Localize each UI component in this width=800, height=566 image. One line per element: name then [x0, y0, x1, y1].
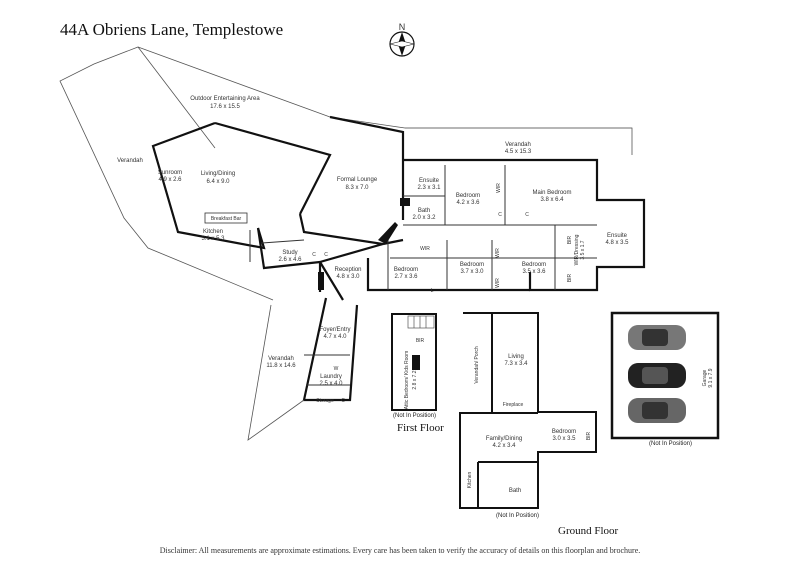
c-tag-1: C: [498, 212, 502, 218]
sunroom-dim: 4.9 x 2.6: [158, 177, 182, 183]
living-dining-name: Living/Dining: [201, 171, 235, 177]
disclaimer-text: Disclaimer: All measurements are approxi…: [159, 546, 641, 555]
bath2-name: Bath: [509, 488, 521, 494]
ensuite2-dim: 4.8 x 3.5: [605, 240, 629, 246]
laundry-name: Laundry: [320, 374, 342, 380]
verandah-left-name: Verandah: [117, 158, 143, 164]
study-name: Study: [282, 250, 297, 256]
formal-lounge-name: Formal Lounge: [337, 177, 378, 183]
main-bedroom-dim: 3.8 x 6.4: [540, 197, 564, 203]
not-in-position-first-floor: (Not In Position): [393, 413, 437, 419]
car-icon-1: [628, 325, 686, 350]
ensuite2-name: Ensuite: [607, 233, 628, 239]
ensuite1-dim: 2.3 x 3.1: [417, 185, 441, 191]
c-tag-2: C: [525, 212, 529, 218]
wir-tag-3: WIR: [495, 248, 501, 258]
bedroom3-name: Bedroom: [460, 262, 484, 268]
wir-tag-1: WIR: [496, 183, 502, 193]
car-icon-2: [628, 363, 686, 388]
garage-dim: 9.1 x 7.9: [708, 368, 714, 387]
bath1-name: Bath: [418, 208, 430, 214]
compass-letter: N: [399, 22, 406, 32]
attic-name: Attic Bedroom/ Kids Room: [404, 351, 410, 410]
internal-walls: [249, 165, 597, 386]
l-tag: L: [431, 288, 434, 294]
living2-dim: 7.3 x 3.4: [504, 361, 528, 367]
verandah-bottom-name: Verandah: [268, 356, 294, 362]
attic-dim: 2.8 x 7.2: [412, 370, 418, 389]
kitchen-dim: 3.1 x 5.3: [201, 236, 225, 242]
first-floor-stairs: [407, 315, 435, 329]
outdoor-area-outline: [59, 46, 633, 301]
property-title: 44A Obriens Lane, Templestowe: [60, 20, 284, 39]
bedroom1-name: Bedroom: [456, 193, 480, 199]
dark-wall-marks: [318, 198, 420, 370]
bottom-verandah-outline: [247, 304, 305, 441]
fireplace-name: Fireplace: [503, 402, 524, 408]
bedroom2-name: Bedroom: [394, 267, 418, 273]
breakfast-bar-label: Breakfast Bar: [211, 216, 242, 222]
main-bedroom-name: Main Bedroom: [532, 190, 571, 196]
bedroom3-dim: 3.7 x 3.0: [460, 269, 484, 275]
w-tag: W: [334, 366, 339, 372]
bedroom5-dim: 3.0 x 3.5: [552, 436, 576, 442]
room-labels: Outdoor Entertaining Area 17.6 x 15.5 Ve…: [117, 96, 714, 494]
c-tag-5: C: [341, 398, 345, 404]
foyer-name: Foyer/Entry: [319, 327, 350, 333]
small-tags: WIR C C WIR WIR WIR BIR BIR C C W C BIR …: [312, 183, 592, 440]
bedroom4-name: Bedroom: [522, 262, 546, 268]
ground-floor-outline: [459, 312, 597, 509]
first-floor-label: First Floor: [397, 422, 444, 434]
verandah-top-dim: 4.5 x 15.3: [505, 149, 532, 155]
reception-name: Reception: [334, 267, 361, 273]
laundry-dim: 2.5 x 4.0: [319, 381, 343, 387]
kitchen-name: Kitchen: [203, 229, 223, 235]
garage-outline: [610, 311, 720, 440]
outdoor-dim: 17.6 x 15.5: [210, 104, 240, 110]
attic-bir: BIR: [416, 338, 425, 344]
foyer-dim: 4.7 x 4.0: [323, 334, 347, 340]
storage-name: Storage: [316, 398, 334, 404]
study-dim: 2.6 x 4.6: [278, 257, 302, 263]
wir-dressing-dim: 3.5 x 1.7: [580, 240, 586, 259]
bedroom5-name: Bedroom: [552, 429, 576, 435]
kitchen2-name: Kitchen: [467, 471, 473, 488]
ensuite1-name: Ensuite: [419, 178, 440, 184]
garage-name: Garage: [702, 369, 708, 386]
living-dining-dim: 6.4 x 9.0: [206, 179, 230, 185]
family-dining-name: Family/Dining: [486, 436, 522, 442]
living2-name: Living: [508, 354, 524, 360]
outdoor-name: Outdoor Entertaining Area: [190, 96, 260, 102]
verandah-top-name: Verandah: [505, 142, 531, 148]
bir-tag-1: BIR: [567, 235, 573, 244]
not-in-position-garage: (Not In Position): [649, 441, 693, 447]
wir-tag-4: WIR: [495, 278, 501, 288]
wir-dressing-name: WIR/Dressing: [574, 234, 580, 265]
verandah-bottom-dim: 11.8 x 14.6: [266, 363, 296, 369]
c-tag-4: C: [324, 252, 328, 258]
first-floor-outline: [391, 313, 437, 411]
verandah-porch-name: Verandah/ Porch: [474, 346, 480, 383]
bir-tag-3: BIR: [586, 431, 592, 440]
formal-lounge-dim: 8.3 x 7.0: [345, 185, 369, 191]
bedroom4-dim: 3.5 x 3.6: [522, 269, 546, 275]
north-compass-icon: N: [389, 22, 415, 57]
bir-tag-2: BIR: [567, 273, 573, 282]
ground-floor-label: Ground Floor: [558, 525, 619, 537]
breakfast-bar-island: Breakfast Bar: [204, 212, 248, 224]
bath1-dim: 2.0 x 3.2: [412, 215, 436, 221]
c-tag-3: C: [312, 252, 316, 258]
sunroom-name: Sunroom: [158, 170, 182, 176]
wir-tag-2: WIR: [420, 246, 430, 252]
not-in-position-ground-floor: (Not In Position): [496, 513, 540, 519]
car-icon-3: [628, 398, 686, 423]
bedroom2-dim: 2.7 x 3.6: [394, 274, 418, 280]
reception-dim: 4.8 x 3.0: [336, 274, 360, 280]
bedroom1-dim: 4.2 x 3.6: [456, 200, 480, 206]
family-dining-dim: 4.2 x 3.4: [492, 443, 516, 449]
